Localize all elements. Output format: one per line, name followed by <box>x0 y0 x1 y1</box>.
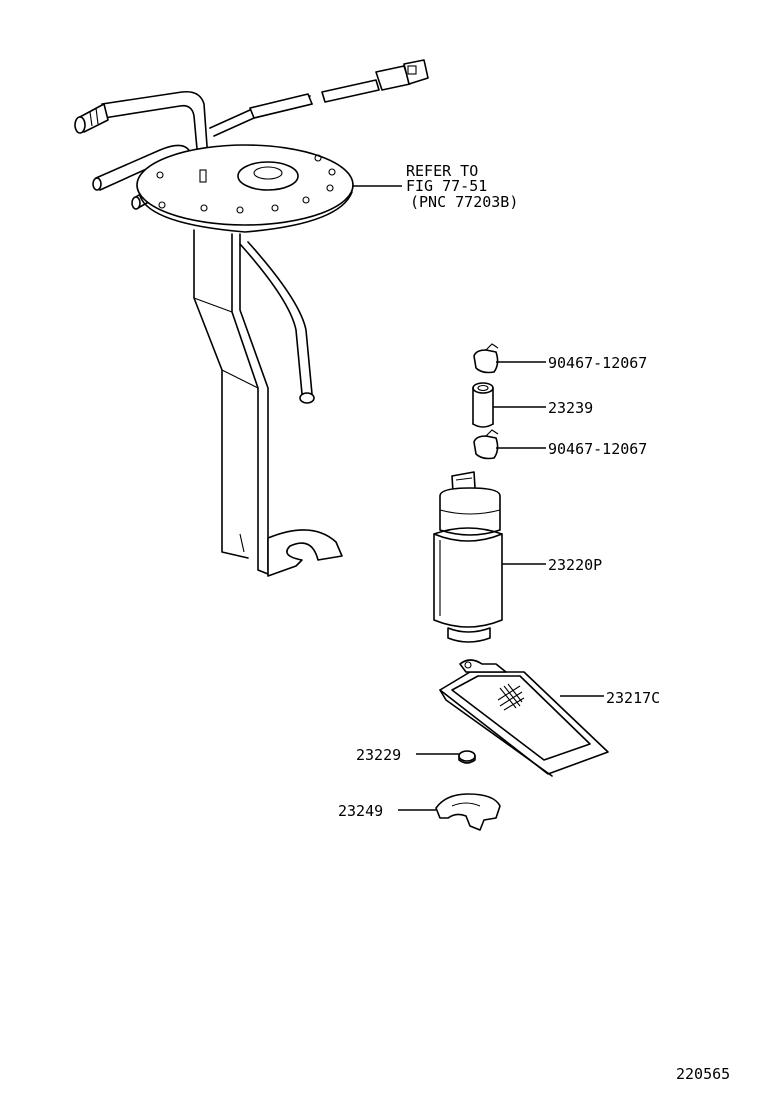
label-upper-clamp: 90467-12067 <box>548 354 647 372</box>
strainer-part: 23217C <box>439 659 660 777</box>
label-fuel-pump: 23220P <box>548 556 602 574</box>
reference-note-line3: (PNC 77203B) <box>410 193 518 211</box>
label-hose: 23239 <box>548 399 593 417</box>
fuel-pump-part: 23220P <box>433 471 602 643</box>
label-cushion: 23229 <box>356 746 401 764</box>
reference-note: REFER TO FIG 77-51 (PNC 77203B) <box>352 162 518 211</box>
reference-note-line1: REFER TO <box>406 162 478 180</box>
diagram-id: 220565 <box>676 1065 730 1083</box>
label-lower-clamp: 90467-12067 <box>548 440 647 458</box>
reference-note-line2: FIG 77-51 <box>406 177 487 195</box>
upper-clamp-part: 90467-12067 <box>473 343 647 374</box>
hose-part: 23239 <box>472 382 593 428</box>
fuel-sender-assembly <box>74 59 429 577</box>
label-retainer: 23249 <box>338 802 383 820</box>
lower-clamp-part: 90467-12067 <box>473 429 647 460</box>
cushion-part: 23229 <box>356 746 476 764</box>
label-strainer: 23217C <box>606 689 660 707</box>
retainer-part: 23249 <box>338 793 501 831</box>
